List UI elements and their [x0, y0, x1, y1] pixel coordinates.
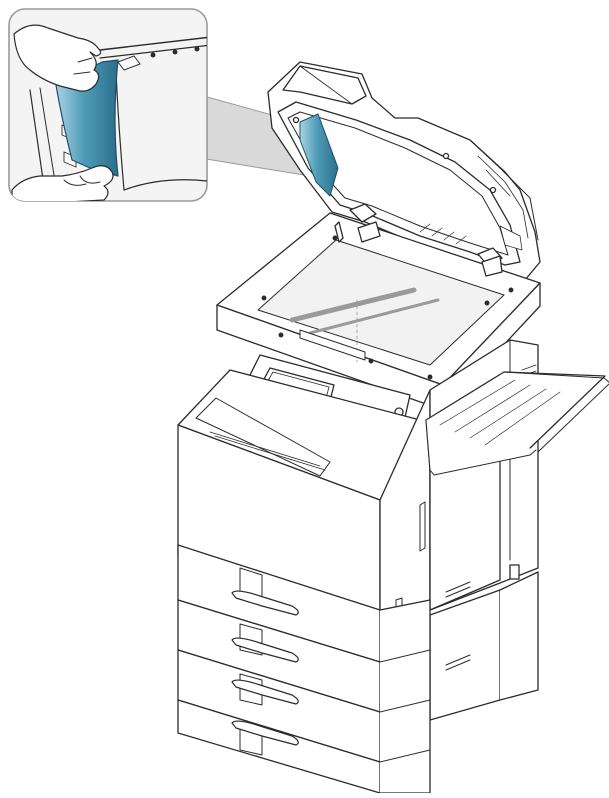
paper-trays[interactable]: [177, 544, 431, 794]
scanner-unit: [216, 212, 541, 411]
hand-icon: [13, 24, 102, 92]
hand-icon: [11, 165, 114, 201]
document-feeder-lid[interactable]: [267, 61, 541, 281]
output-tray[interactable]: [425, 371, 609, 476]
scanner-glass: [257, 239, 505, 366]
power-switch[interactable]: [509, 564, 520, 580]
jammed-paper-feeder: [299, 113, 339, 197]
detail-inset: [8, 8, 208, 202]
